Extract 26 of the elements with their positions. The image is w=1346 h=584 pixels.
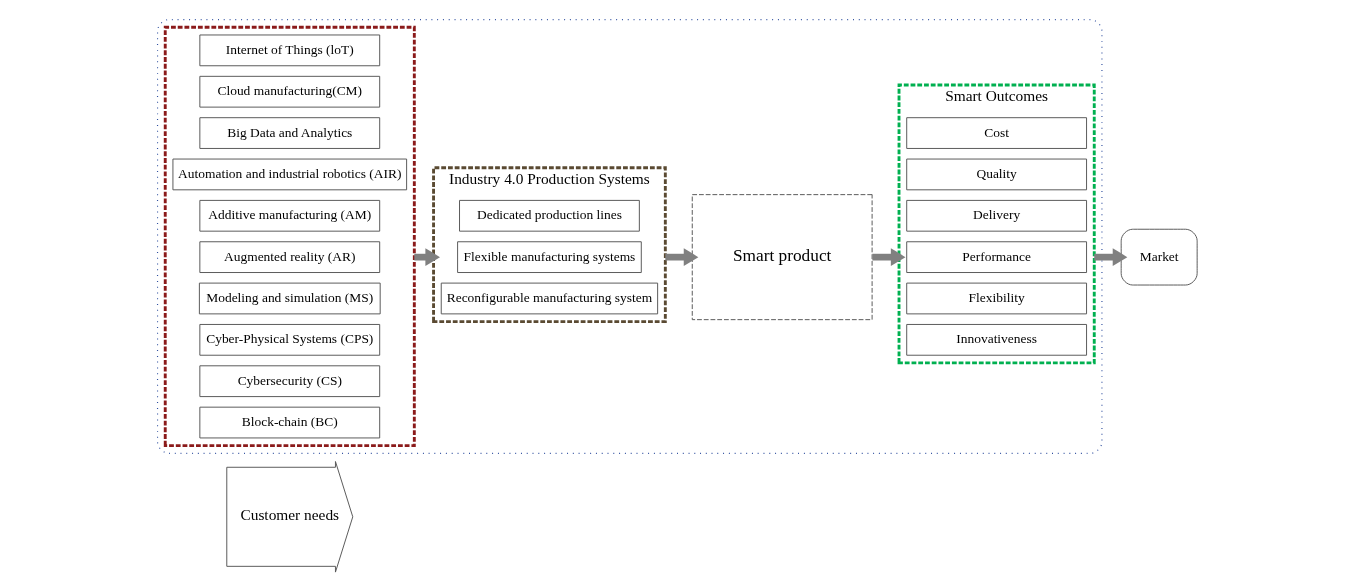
node-box: Additive manufacturing (AM) [198,199,380,232]
node-box: Big Data and Analytics [198,117,380,149]
node-box: Smart product [691,194,873,321]
node-box: Flexible manufacturing systems [456,241,642,273]
node-box: Quality [905,158,1087,191]
arrow [1093,248,1127,267]
node-box: Internet of Things (loT) [198,34,380,67]
node-box: Cloud manufacturing(CM) [198,75,380,108]
cluster [163,25,416,448]
node-box: Delivery [905,199,1087,232]
cluster [156,19,1102,454]
arrow [871,248,905,267]
node-box: Automation and industrial robotics (AIR) [171,158,407,191]
node-box: Market [1120,228,1198,286]
node-box: Performance [905,241,1087,273]
node-box: Reconfigurable manufacturing system [440,282,658,315]
node-box: Cybersecurity (CS) [198,365,380,398]
node-box: Block-chain (BC) [198,406,380,439]
node-box: Dedicated production lines [458,199,640,232]
node-box: Cost [905,117,1087,149]
node-box: Innovativeness [905,323,1087,356]
node-box: Augmented reality (AR) [198,241,380,273]
node-box: Modeling and simulation (MS) [198,282,381,315]
arrow [664,248,698,267]
node-box: Flexibility [905,282,1087,315]
node-box: Cyber-Physical Systems (CPS) [198,323,380,356]
